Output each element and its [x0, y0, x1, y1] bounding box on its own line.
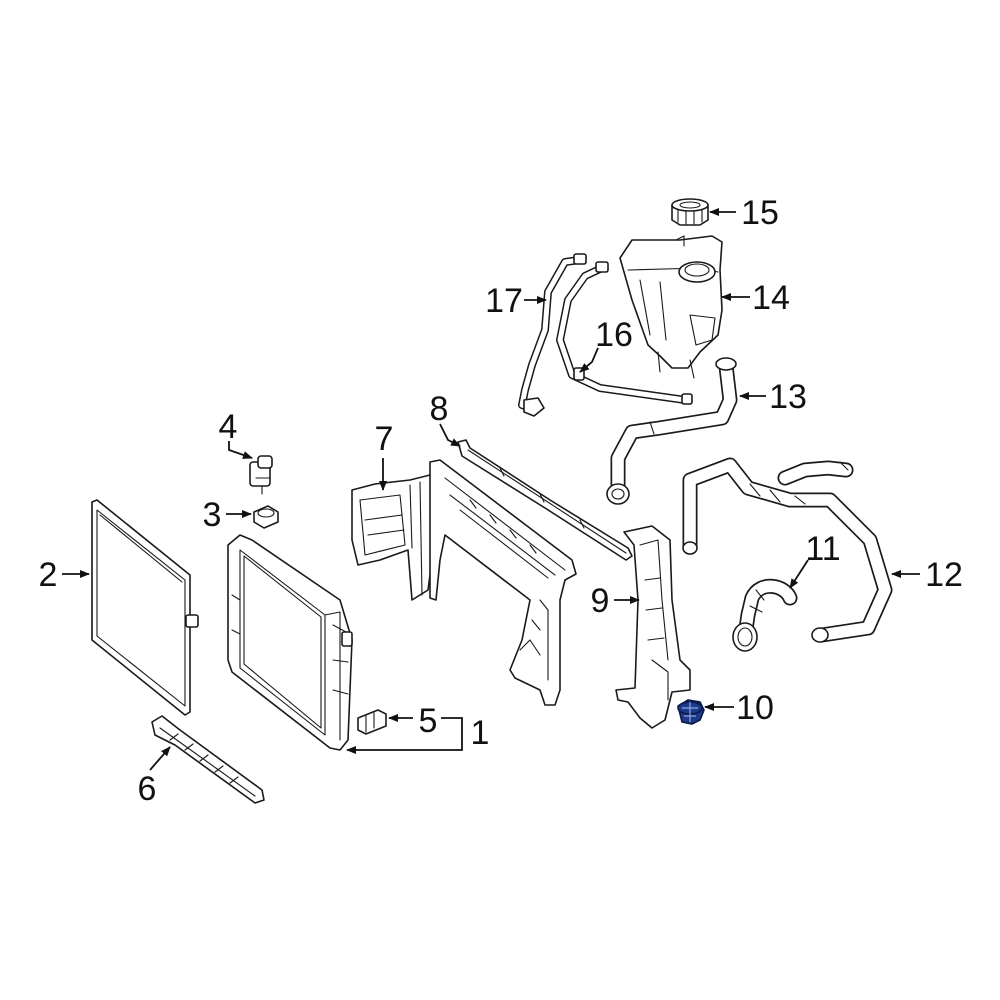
callout-7: 7: [375, 420, 394, 458]
part-2-condenser[interactable]: [91, 499, 199, 716]
radiator-support-frame[interactable]: [429, 459, 577, 706]
part-8-seal-strip[interactable]: [457, 439, 633, 561]
part-3-grommet[interactable]: [253, 505, 279, 529]
callout-12: 12: [925, 556, 963, 594]
callout-10: 10: [736, 689, 774, 727]
part-17-vent-line[interactable]: [518, 253, 587, 417]
part-16-vent-line[interactable]: [556, 261, 693, 405]
callout-8: 8: [430, 390, 449, 428]
leader-4: [228, 441, 253, 459]
leader-11: [789, 559, 809, 589]
part-12-coolant-hose[interactable]: [682, 457, 893, 643]
callout-16: 16: [595, 316, 633, 354]
leader-1: [346, 717, 463, 754]
callout-6: 6: [138, 770, 157, 808]
part-4-clip[interactable]: [249, 455, 273, 495]
part-7-air-guide[interactable]: [351, 474, 437, 601]
leader-16: [579, 347, 599, 373]
part-6-air-deflector[interactable]: [151, 715, 265, 804]
callout-1: 1: [471, 714, 490, 752]
callout-14: 14: [752, 279, 790, 317]
part-11-coolant-hose[interactable]: [732, 578, 798, 652]
part-15-tank-cap[interactable]: [671, 198, 709, 226]
part-9-side-bracket[interactable]: [615, 525, 691, 729]
callout-4: 4: [219, 408, 238, 446]
callout-15: 15: [741, 194, 779, 232]
callout-13: 13: [769, 378, 807, 416]
part-5-bracket[interactable]: [357, 709, 387, 735]
leader-6: [149, 746, 171, 771]
part-14-expansion-tank[interactable]: [619, 235, 723, 379]
part-13-reservoir-hose[interactable]: [606, 357, 738, 505]
part-1-radiator[interactable]: [227, 534, 353, 751]
callout-11: 11: [805, 530, 840, 568]
callout-labels: 2 3 4 5 1 6 7 8 9 10 11 12 13 14 15 16 1…: [39, 194, 963, 808]
callout-9: 9: [591, 582, 610, 620]
callout-5: 5: [419, 702, 438, 740]
leader-lines: [62, 208, 920, 771]
callout-3: 3: [203, 496, 222, 534]
callout-2: 2: [39, 556, 58, 594]
leader-8: [439, 423, 461, 447]
part-10-drain-plug[interactable]: [677, 699, 705, 725]
callout-17: 17: [485, 282, 523, 320]
